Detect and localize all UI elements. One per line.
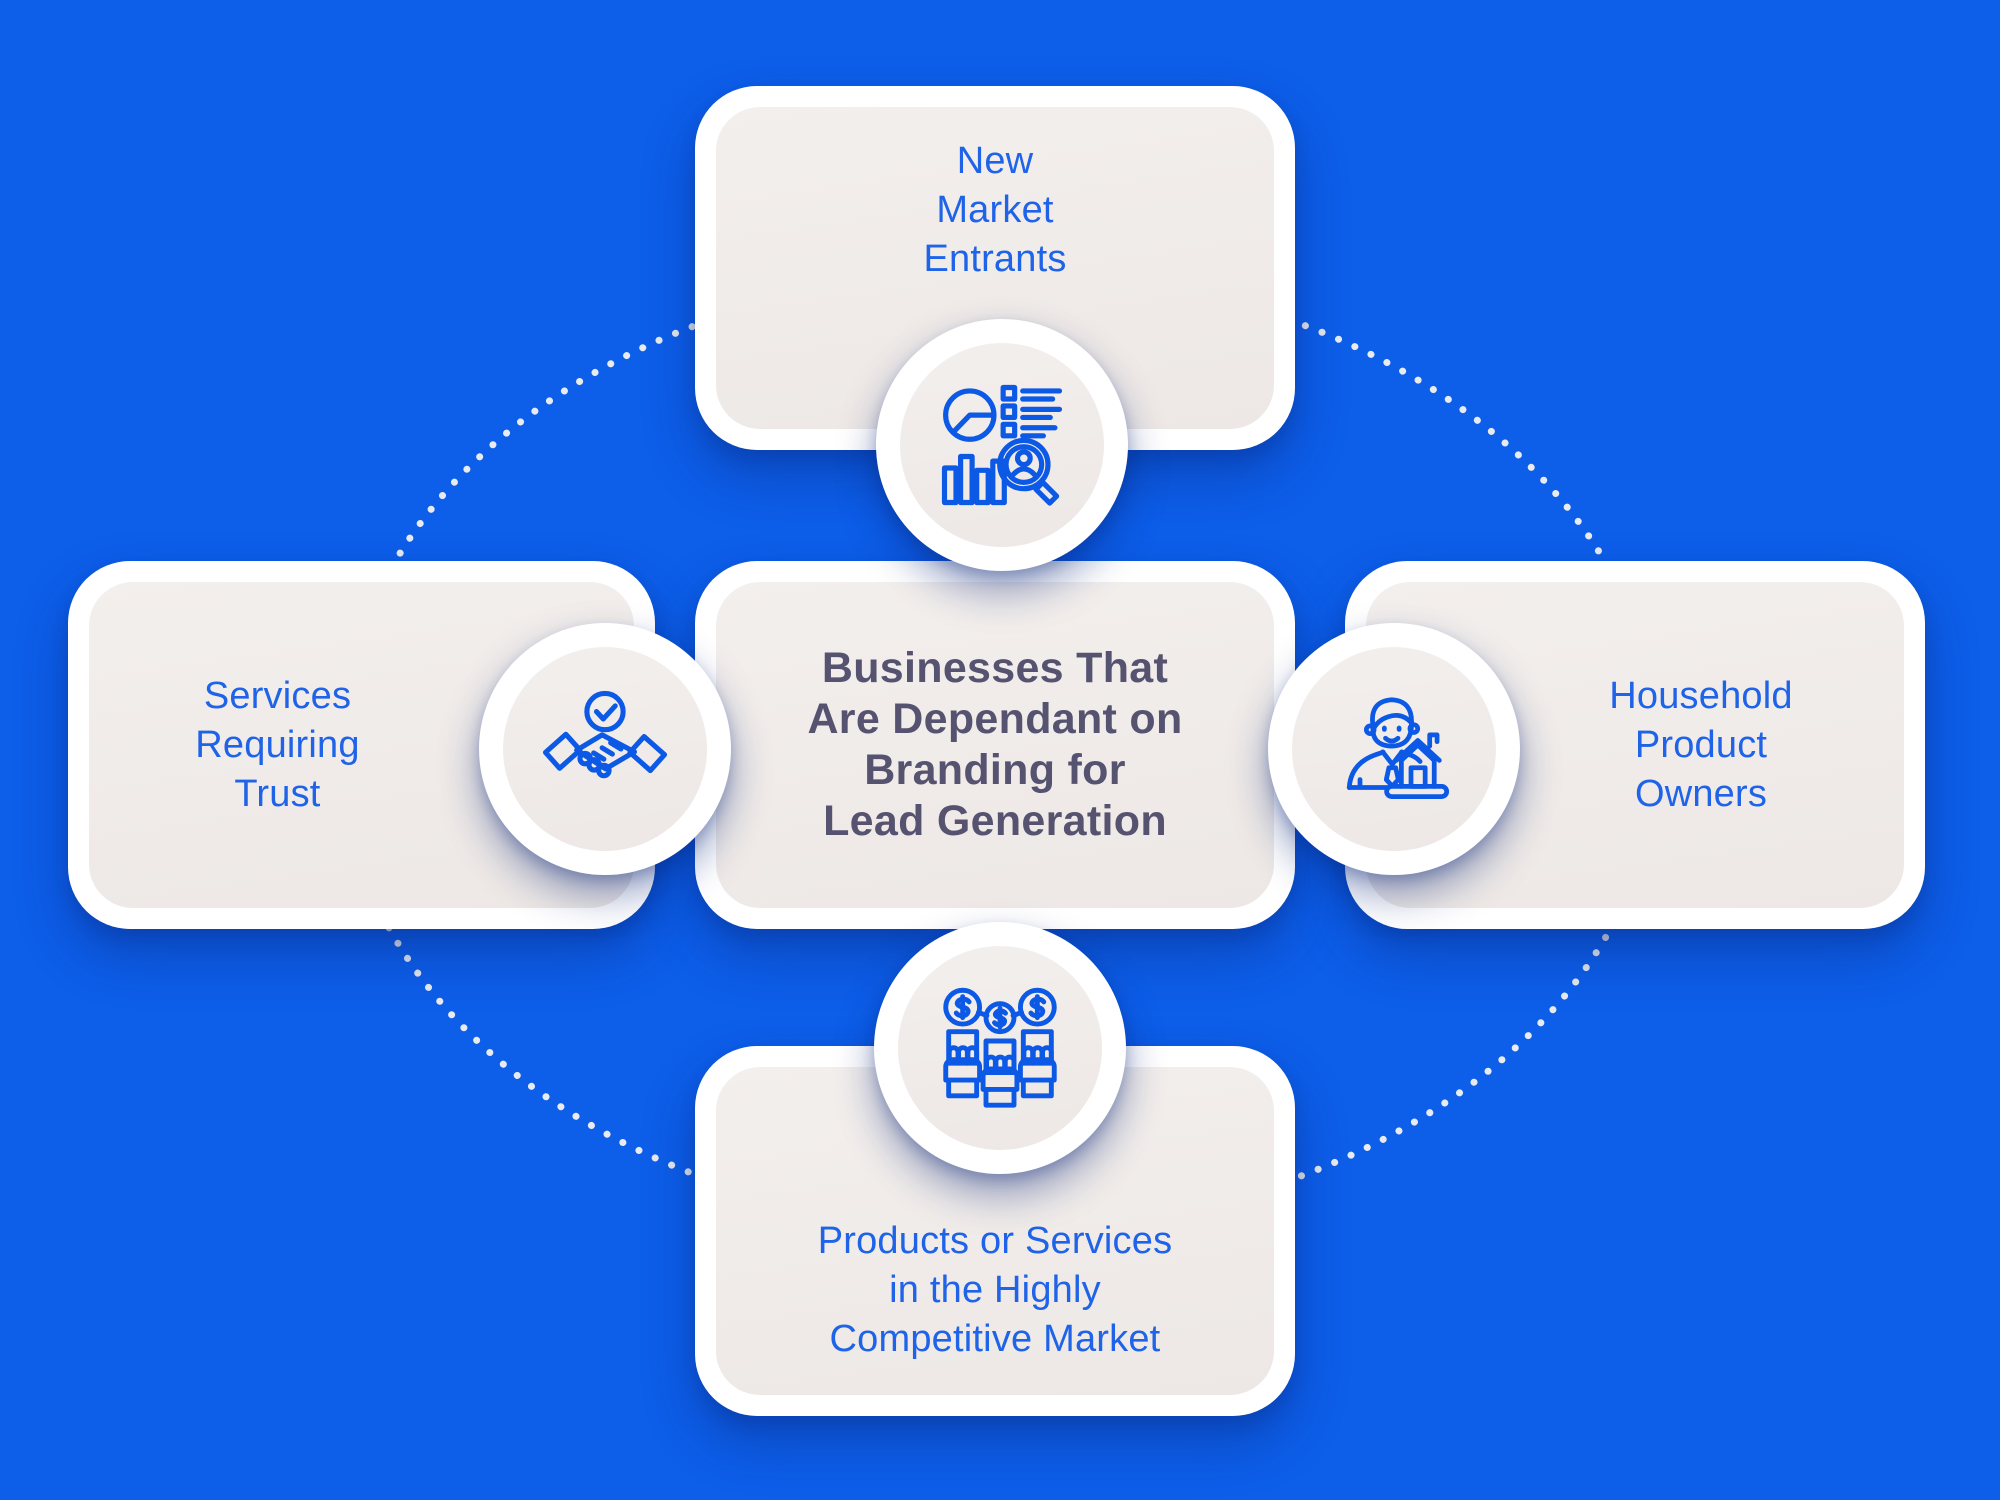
badge-surface	[1292, 647, 1496, 851]
handshake-trust-icon	[542, 690, 668, 779]
badge-market-research	[876, 319, 1128, 571]
person-house-icon	[1346, 697, 1450, 799]
badge-surface	[900, 343, 1104, 547]
card-household-product-owners: Household Product Owners	[1345, 561, 1925, 929]
market-research-icon	[941, 384, 1063, 506]
hands-raising-money-icon	[943, 987, 1057, 1108]
card-central-title: Businesses That Are Dependant on Brandin…	[695, 561, 1295, 929]
card-surface: Products or Services in the Highly Compe…	[716, 1067, 1274, 1395]
badge-hands-raising-money	[874, 922, 1126, 1174]
card-surface: Businesses That Are Dependant on Brandin…	[716, 582, 1274, 908]
badge-handshake-trust	[479, 623, 731, 875]
badge-surface	[503, 647, 707, 851]
diagram-title: Businesses That Are Dependant on Brandin…	[807, 644, 1183, 845]
badge-surface	[898, 946, 1102, 1150]
badge-person-house	[1268, 623, 1520, 875]
card-label-new-market-entrants: New Market Entrants	[923, 140, 1067, 280]
card-label-household-product-owners: Household Product Owners	[1609, 674, 1793, 815]
card-label-products-competitive-market: Products or Services in the Highly Compe…	[817, 1220, 1173, 1360]
card-label-services-requiring-trust: Services Requiring Trust	[195, 674, 360, 815]
